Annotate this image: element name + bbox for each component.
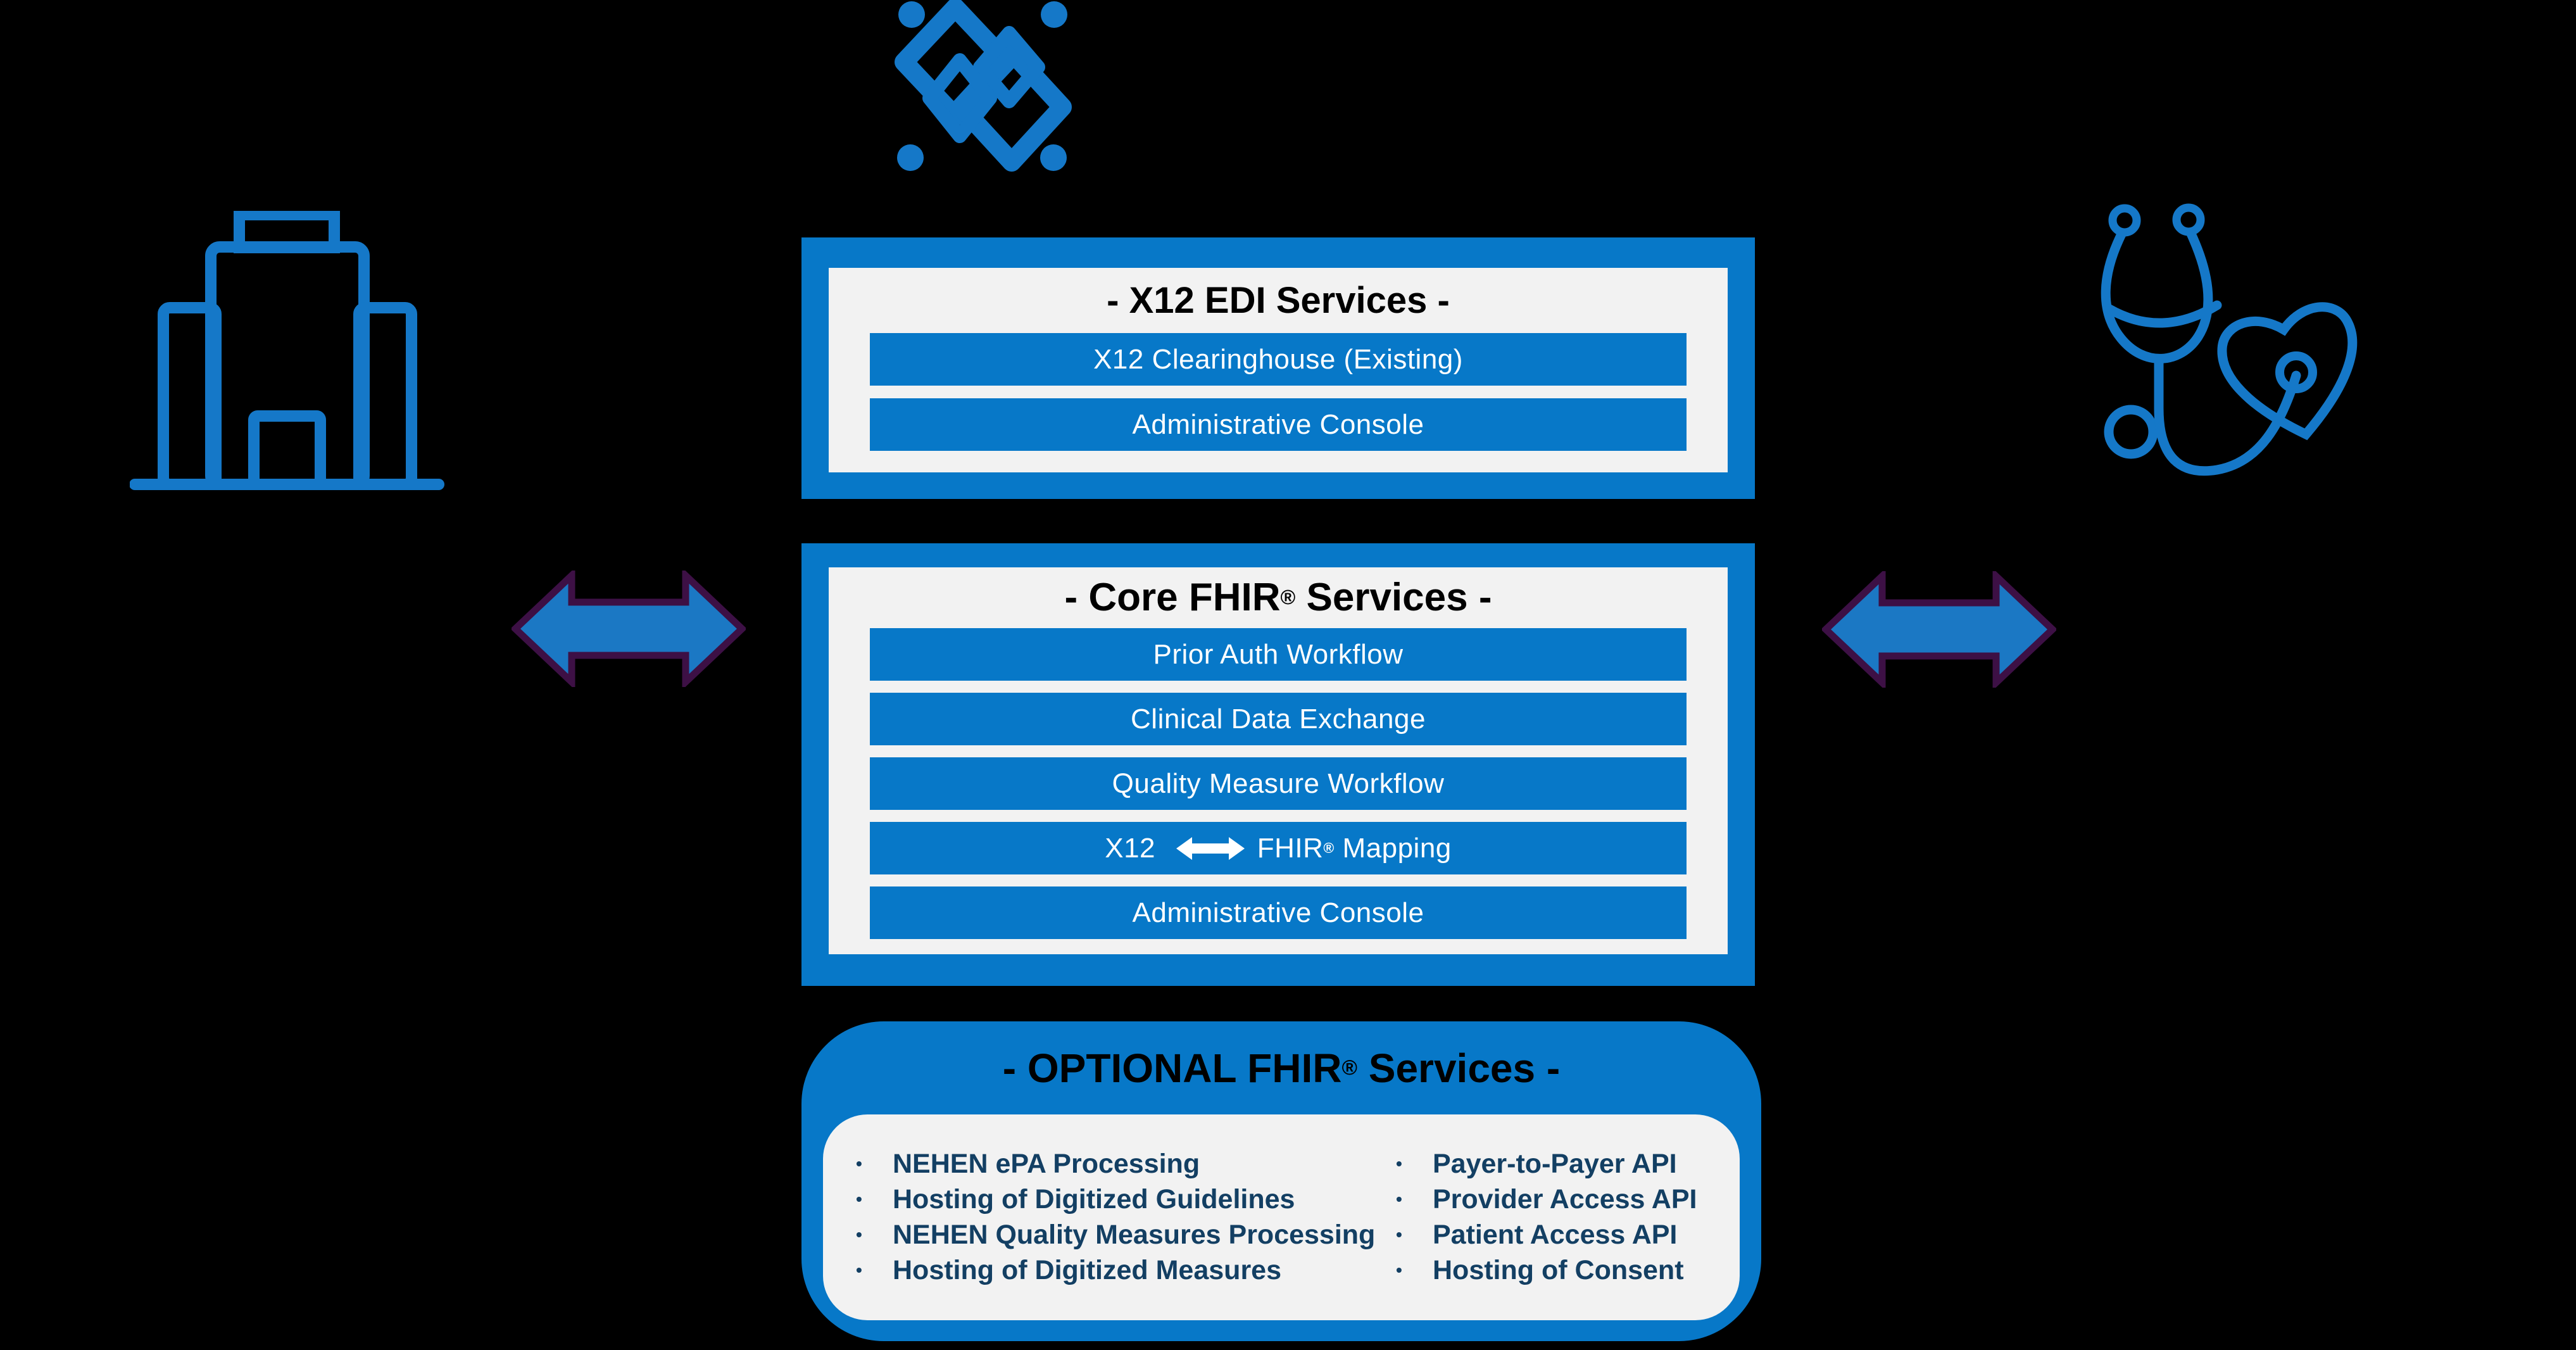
bullet-dot: • (856, 1189, 862, 1209)
x12-edi-services-box: - X12 EDI Services - X12 Clearinghouse (… (801, 237, 1755, 499)
bullet-dot: • (1396, 1154, 1402, 1173)
bullet-dot: • (1396, 1225, 1402, 1244)
knot-ring-lower-left (922, 53, 997, 143)
x12-edi-services-panel: - X12 EDI Services - X12 Clearinghouse (… (829, 268, 1728, 472)
nehen-quality-measures-processing-label: NEHEN Quality Measures Processing (893, 1219, 1376, 1250)
interlocking-knot-logo-icon (895, 0, 1072, 172)
knot-ring-upper-left (895, 0, 1016, 126)
quality-measure-workflow-label: Quality Measure Workflow (1112, 767, 1445, 799)
x12-edi-title-text: - X12 EDI Services - (1107, 280, 1450, 321)
prior-auth-workflow-row: Prior Auth Workflow (870, 628, 1687, 681)
list-item: • NEHEN Quality Measures Processing (856, 1217, 1375, 1252)
building-door (248, 410, 326, 490)
bullet-dot: • (856, 1260, 862, 1280)
stethoscope-heart-icon (2101, 203, 2358, 476)
hosting-of-consent-label: Hosting of Consent (1433, 1254, 1684, 1285)
optional-fhir-services-title: - OPTIONAL FHIR® Services - (801, 1021, 1761, 1114)
stethoscope-rim (2104, 300, 2222, 328)
prior-auth-workflow-label: Prior Auth Workflow (1153, 638, 1404, 670)
hosting-digitized-measures-label: Hosting of Digitized Measures (893, 1254, 1282, 1285)
registered-mark: ® (1280, 585, 1296, 609)
list-item: • Patient Access API (1396, 1217, 1697, 1252)
payer-to-payer-api-label: Payer-to-Payer API (1433, 1148, 1677, 1179)
building-tower (205, 241, 370, 490)
stethoscope-diaphragm (2275, 351, 2317, 393)
optional-fhir-services-box: - OPTIONAL FHIR® Services - • NEHEN ePA … (801, 1021, 1761, 1341)
list-item: • Payer-to-Payer API (1396, 1146, 1697, 1182)
nehen-epa-processing-label: NEHEN ePA Processing (893, 1148, 1200, 1179)
core-title-post: Services - (1295, 575, 1492, 619)
list-item: • Provider Access API (1396, 1182, 1697, 1217)
stethoscope-earpiece-left (2108, 204, 2141, 237)
list-item: • Hosting of Digitized Measures (856, 1252, 1375, 1288)
knot-ring-upper-right (973, 26, 1045, 108)
clinical-data-exchange-row: Clinical Data Exchange (870, 693, 1687, 745)
core-admin-console-row: Administrative Console (870, 886, 1687, 939)
core-title-pre: - Core FHIR (1064, 575, 1281, 619)
office-building-icon (130, 211, 444, 490)
core-fhir-services-panel: - Core FHIR® Services - Prior Auth Workf… (829, 567, 1728, 954)
optional-right-list: • Payer-to-Payer API • Provider Access A… (1396, 1146, 1697, 1288)
registered-mark: ® (1323, 840, 1335, 856)
payer-double-arrow-icon (512, 571, 746, 687)
x12-admin-console-row: Administrative Console (870, 398, 1687, 451)
x12-admin-console-label: Administrative Console (1132, 408, 1424, 440)
core-fhir-services-title: - Core FHIR® Services - (829, 567, 1728, 627)
registered-mark: ® (1341, 1056, 1357, 1080)
list-item: • Hosting of Consent (1396, 1252, 1697, 1288)
x12-clearinghouse-row: X12 Clearinghouse (Existing) (870, 333, 1687, 386)
stethoscope-hose (2154, 370, 2301, 476)
list-item: • Hosting of Digitized Guidelines (856, 1182, 1375, 1217)
optional-title-pre: - OPTIONAL FHIR (1002, 1045, 1342, 1091)
mapping-double-arrow-icon (1176, 836, 1245, 860)
double-headed-arrow (1822, 571, 2056, 688)
bullet-dot: • (1396, 1260, 1402, 1280)
stethoscope-chest-ring (2104, 405, 2158, 459)
mapping-left-label: X12 (1105, 832, 1164, 864)
heart-outline (2217, 302, 2358, 441)
optional-fhir-services-panel: • NEHEN ePA Processing • Hosting of Digi… (823, 1114, 1740, 1320)
x12-edi-services-title: - X12 EDI Services - (829, 268, 1728, 333)
clinical-data-exchange-label: Clinical Data Exchange (1131, 703, 1426, 735)
core-fhir-services-box: - Core FHIR® Services - Prior Auth Workf… (801, 543, 1755, 986)
list-item: • NEHEN ePA Processing (856, 1146, 1375, 1182)
x12-clearinghouse-label: X12 Clearinghouse (Existing) (1093, 343, 1463, 375)
hosting-digitized-guidelines-label: Hosting of Digitized Guidelines (893, 1183, 1295, 1214)
optional-title-post: Services - (1357, 1045, 1561, 1091)
mapping-right-label-rest: Mapping (1334, 832, 1452, 864)
x12-fhir-mapping-row: X12 FHIR® Mapping (870, 822, 1687, 874)
patient-access-api-label: Patient Access API (1433, 1219, 1678, 1250)
bullet-dot: • (856, 1225, 862, 1244)
core-admin-console-label: Administrative Console (1132, 897, 1424, 928)
quality-measure-workflow-row: Quality Measure Workflow (870, 757, 1687, 810)
double-headed-arrow (1176, 836, 1245, 860)
mapping-right-label: FHIR (1257, 832, 1324, 864)
knot-corner-dots (897, 1, 1067, 171)
bullet-dot: • (1396, 1189, 1402, 1209)
bullet-dot: • (856, 1154, 862, 1173)
double-headed-arrow (512, 571, 746, 687)
provider-double-arrow-icon (1822, 571, 2056, 688)
stethoscope-tubes (2101, 227, 2213, 363)
provider-access-api-label: Provider Access API (1433, 1183, 1697, 1214)
optional-left-list: • NEHEN ePA Processing • Hosting of Digi… (856, 1146, 1375, 1288)
